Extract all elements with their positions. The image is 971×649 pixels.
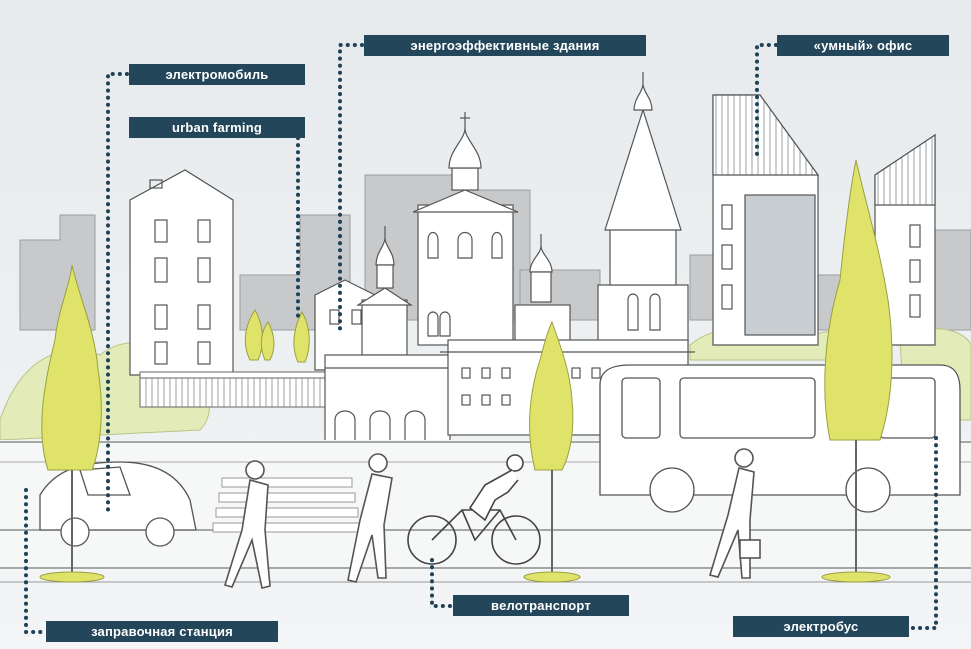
label-bike-transport: велотранспорт	[453, 595, 629, 616]
smart-office-buildings	[712, 94, 936, 346]
yellow-trees	[41, 159, 893, 471]
crosswalk	[212, 477, 362, 533]
apartment-building	[129, 169, 234, 376]
pedestrians	[223, 448, 761, 589]
label-energy-efficient-buildings: энергоэффективные здания	[364, 35, 646, 56]
label-urban-farming: urban farming	[129, 117, 305, 138]
electric-bus	[599, 364, 961, 513]
rooftop-trees	[244, 309, 310, 363]
label-smart-office: «умный» офис	[777, 35, 949, 56]
tree-trunks	[71, 440, 857, 575]
church-complex	[355, 72, 689, 356]
bicycle	[407, 454, 541, 565]
label-electric-bus: электробус	[733, 616, 909, 637]
tree-beds	[39, 571, 891, 583]
label-charging-station: заправочная станция	[46, 621, 278, 642]
urban-farm-greenhouse	[139, 371, 341, 408]
dotted-leader-lines	[24, 43, 938, 634]
label-electric-car: электромобиль	[129, 64, 305, 85]
